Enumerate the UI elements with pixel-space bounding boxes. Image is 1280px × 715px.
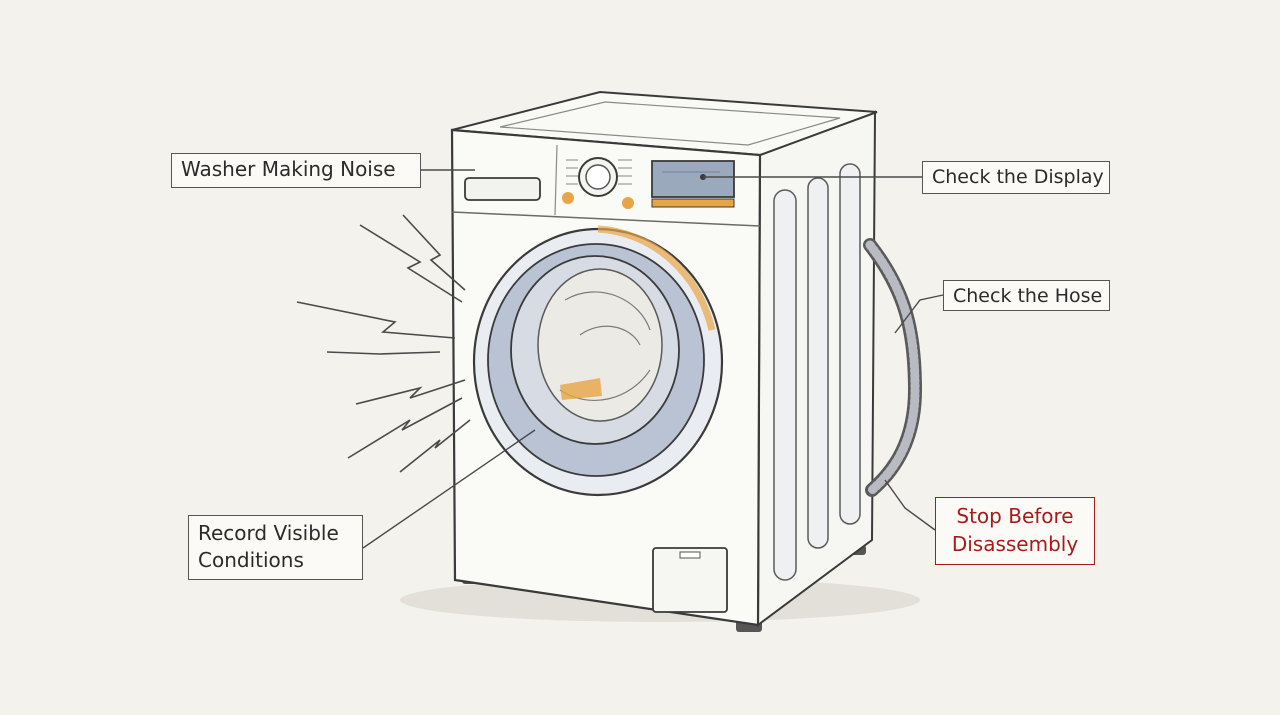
leader-lines [362,169,944,549]
drain-hose-ribs [865,240,920,495]
callout-text-line2: Conditions [198,548,304,572]
filter-cover [652,547,728,613]
callout-text: Washer Making Noise [181,157,396,181]
program-dial-knob [585,164,611,190]
drum [537,268,663,422]
control-strip-divider [554,144,558,216]
callout-washer-making-noise: Washer Making Noise [171,153,421,188]
drum-item [560,378,602,400]
dial-markings [566,159,632,185]
callout-check-display: Check the Display [922,161,1110,194]
callout-record-visible-conditions: Record Visible Conditions [188,515,363,580]
callout-text-line1: Record Visible [198,521,339,545]
display-button-row [651,198,735,208]
callout-text: Check the Display [932,166,1104,188]
display-screen [651,160,735,198]
callout-text-line1: Stop Before [956,504,1074,528]
callout-text-line2: Disassembly [951,532,1079,556]
control-strip-divider [451,211,761,227]
side-rib [839,163,861,525]
machine-top-inset [499,101,841,146]
side-rib [807,177,829,549]
door-highlight [597,225,716,331]
detergent-drawer [464,177,541,201]
side-rib [773,189,797,581]
callout-stop-before-disassembly: Stop Before Disassembly [935,497,1095,565]
callout-text: Check the Hose [953,285,1103,307]
control-button [562,192,574,204]
filter-cover-latch [679,551,701,559]
callout-check-hose: Check the Hose [943,280,1110,311]
control-button [622,197,634,209]
noise-burst-lines [296,214,471,473]
